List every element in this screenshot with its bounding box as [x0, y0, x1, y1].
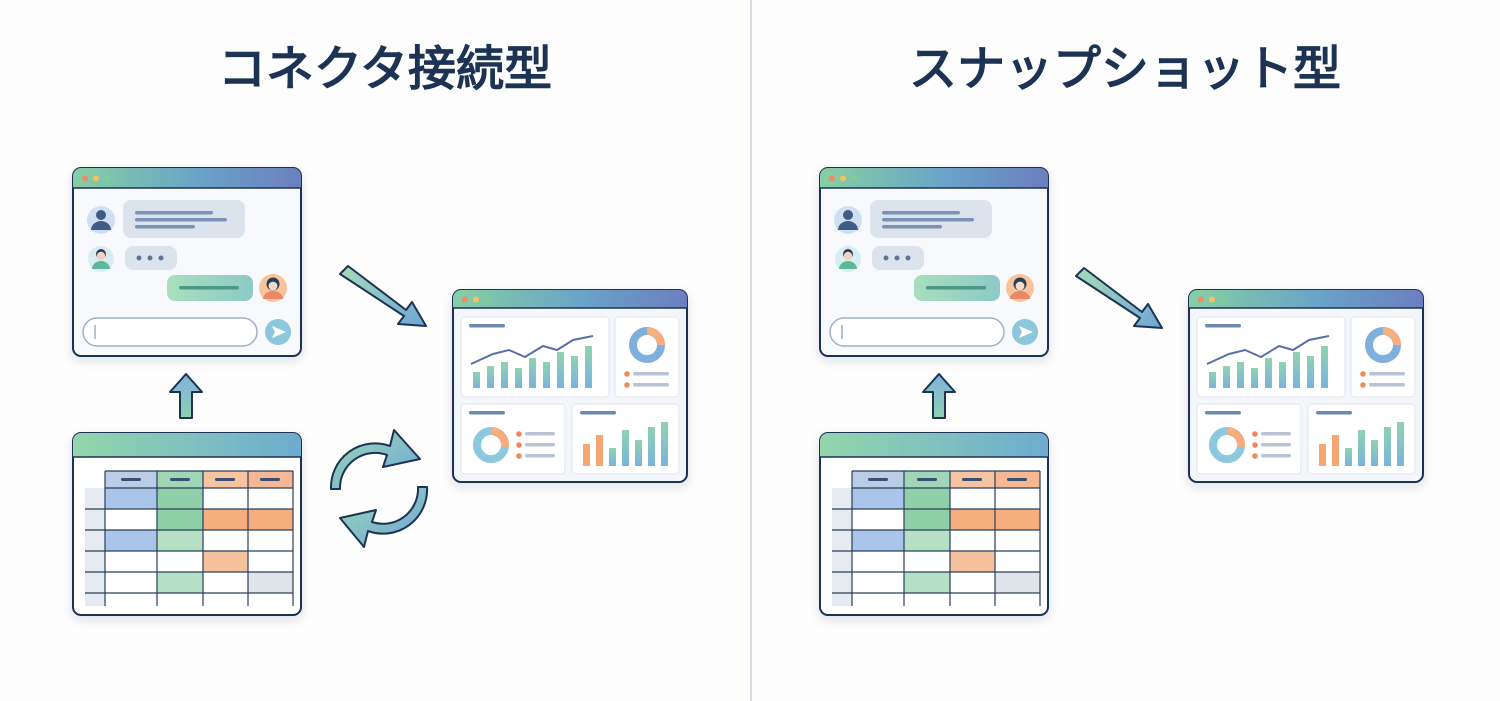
chat-window-icon [73, 168, 301, 356]
arrow-diagonal-icon [1075, 267, 1163, 329]
dashboard-icon [453, 290, 687, 482]
left-panel: コネクタ接続型 [73, 41, 687, 615]
right-panel: スナップショット型 [820, 41, 1423, 615]
spreadsheet-icon [820, 433, 1048, 615]
chat-window-icon [820, 168, 1048, 356]
sync-cycle-icon [329, 429, 429, 548]
right-panel-title: スナップショット型 [909, 41, 1341, 97]
spreadsheet-icon [73, 433, 301, 615]
arrow-up-icon [169, 373, 203, 419]
arrow-up-icon [922, 373, 956, 419]
arrow-diagonal-icon [339, 265, 427, 327]
left-panel-title: コネクタ接続型 [218, 41, 552, 97]
dashboard-icon [1189, 290, 1423, 482]
